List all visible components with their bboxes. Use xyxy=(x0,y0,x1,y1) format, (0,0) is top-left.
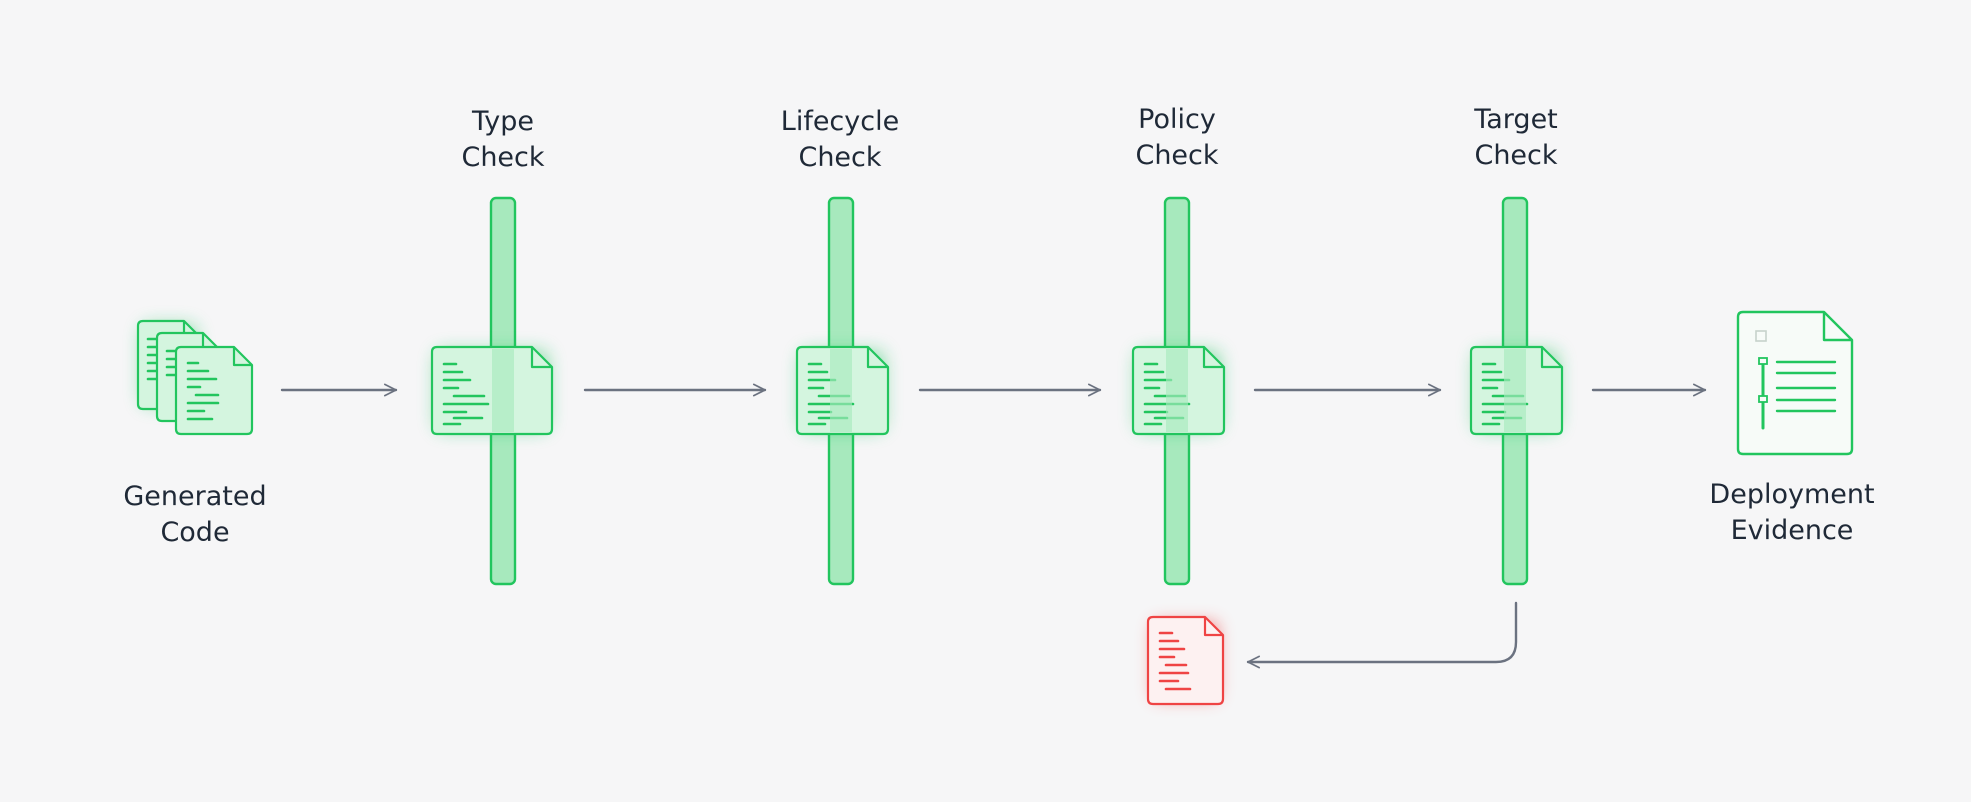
document-fold xyxy=(1822,312,1852,342)
lifecycle-check-label: Lifecycle Check xyxy=(781,104,899,176)
document-fold xyxy=(1540,347,1562,369)
gate-overlap xyxy=(492,349,514,432)
deployment-evidence-label-line2: Evidence xyxy=(1730,515,1854,546)
gate-overlap xyxy=(830,349,852,432)
document-fold xyxy=(530,347,552,369)
document-body xyxy=(1736,310,1854,456)
rejected-document-icon xyxy=(1146,615,1225,706)
gate-overlap xyxy=(1504,349,1526,432)
lifecycle-check-label-line1: Lifecycle xyxy=(780,106,900,137)
document-fold xyxy=(866,347,888,369)
generated-code-label-line1: Generated xyxy=(123,481,267,512)
document-fold xyxy=(1203,617,1223,637)
policy-check-label-line2: Check xyxy=(1135,140,1219,171)
stacked-documents-icon xyxy=(136,319,254,436)
target-check-label: Target Check xyxy=(1474,102,1558,174)
type-check-label: Type Check xyxy=(461,104,544,176)
nodes-layer xyxy=(136,310,1854,706)
target-check-label-line1: Target xyxy=(1474,104,1558,135)
bracket-tick xyxy=(1758,357,1768,365)
policy-check-label: Policy Check xyxy=(1135,102,1218,174)
type-check-label-line1: Type xyxy=(471,106,534,137)
document-body xyxy=(174,345,254,436)
lifecycle-check-label-line2: Check xyxy=(798,142,882,173)
arrows-layer xyxy=(280,383,1707,669)
deployment-evidence-label: Deployment Evidence xyxy=(1709,477,1874,549)
type-check-label-line2: Check xyxy=(461,142,545,173)
document-fold xyxy=(232,347,252,367)
generated-code-label-line2: Code xyxy=(160,517,230,548)
deployment-evidence-label-line1: Deployment xyxy=(1709,479,1875,510)
document-fold xyxy=(1202,347,1224,369)
front-document xyxy=(174,345,254,436)
document-body xyxy=(1146,615,1225,706)
checkbox-icon xyxy=(1755,330,1767,342)
arrow-target-to-rejected xyxy=(1246,601,1518,669)
generated-code-label: Generated Code xyxy=(123,479,266,551)
policy-check-label-line1: Policy xyxy=(1138,104,1216,135)
bracket-tick xyxy=(1758,395,1768,403)
evidence-document-icon xyxy=(1736,310,1854,456)
gate-overlap xyxy=(1166,349,1188,432)
target-check-label-line2: Check xyxy=(1474,140,1558,171)
